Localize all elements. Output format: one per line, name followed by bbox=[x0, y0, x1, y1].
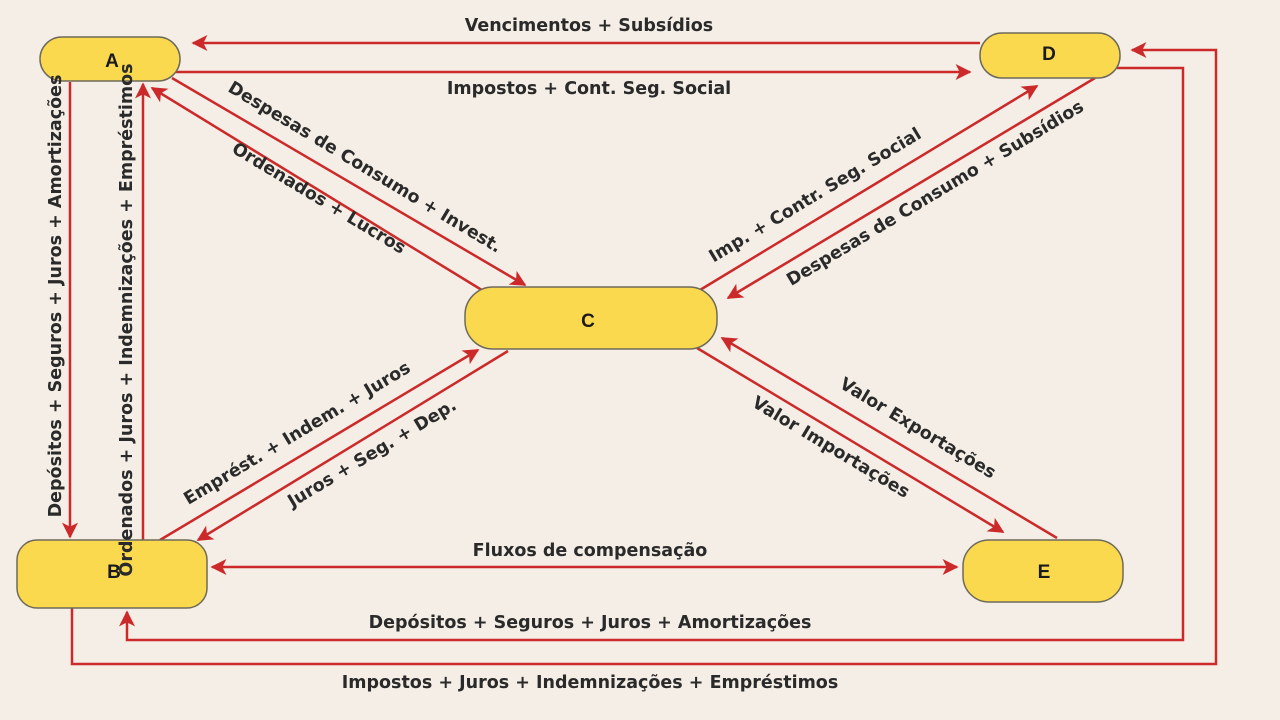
label-b-to-a: Ordenados + Juros + Indemnizações + Empr… bbox=[117, 63, 137, 576]
arrow-a-to-c bbox=[171, 76, 527, 287]
node-b: B bbox=[16, 539, 208, 609]
arrow-d-to-c bbox=[726, 76, 1096, 300]
arrow-b-to-c bbox=[159, 348, 480, 542]
arrow-b-to-d bbox=[70, 42, 1218, 666]
node-d-label: D bbox=[1042, 44, 1056, 65]
arrow-c-to-a bbox=[150, 86, 486, 294]
arrow-c-to-d bbox=[699, 84, 1039, 292]
node-b-label: B bbox=[107, 562, 121, 583]
node-b-shape bbox=[16, 539, 208, 609]
node-e-shape bbox=[962, 539, 1124, 603]
label-b-e: Fluxos de compensação bbox=[473, 541, 708, 561]
label-d-to-a: Vencimentos + Subsídios bbox=[465, 16, 713, 36]
label-a-to-d: Impostos + Cont. Seg. Social bbox=[447, 79, 731, 99]
node-e: E bbox=[962, 539, 1124, 603]
label-b-to-d: Impostos + Juros + Indemnizações + Empré… bbox=[342, 673, 839, 693]
node-a-label: A bbox=[105, 51, 119, 72]
arrow-d-to-b bbox=[119, 66, 1185, 642]
node-c: C bbox=[464, 286, 718, 350]
node-e-label: E bbox=[1038, 562, 1051, 583]
node-a-shape bbox=[39, 36, 181, 82]
arrow-e-to-c bbox=[720, 336, 1058, 540]
label-d-to-b: Depósitos + Seguros + Juros + Amortizaçõ… bbox=[369, 613, 812, 633]
node-d: D bbox=[979, 32, 1121, 79]
node-c-label: C bbox=[581, 311, 595, 332]
node-c-shape bbox=[464, 286, 718, 350]
arrow-c-to-e bbox=[696, 346, 1005, 534]
arrow-c-to-b bbox=[196, 349, 509, 542]
label-a-to-b: Depósitos + Seguros + Juros + Amortizaçõ… bbox=[46, 75, 66, 518]
node-d-shape bbox=[979, 32, 1121, 79]
node-a: A bbox=[39, 36, 181, 82]
